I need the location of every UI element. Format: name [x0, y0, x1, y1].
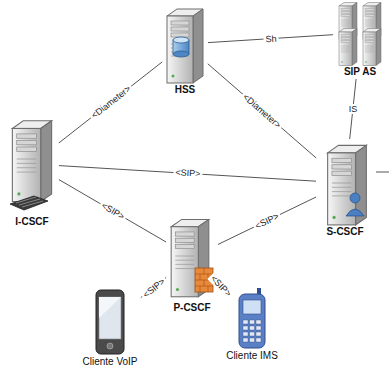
node-label: P-CSCF: [167, 302, 217, 314]
server-node: P-CSCF: [167, 212, 217, 314]
server-node: SIP AS: [334, 0, 386, 78]
server-icon: [163, 4, 207, 84]
server-node: S-CSCF: [317, 140, 373, 238]
server-node: HSS: [163, 4, 207, 96]
server-icon: [317, 140, 373, 226]
protocol-label: Sh: [263, 33, 279, 44]
phone-icon: [235, 288, 269, 350]
protocol-label: IS: [347, 104, 360, 114]
server-icon: [334, 0, 386, 66]
connector: [218, 197, 316, 245]
connector: [59, 62, 162, 143]
client-node: Cliente VoIP: [80, 288, 140, 368]
node-label: Cliente VoIP: [80, 356, 140, 368]
connector: [59, 166, 316, 182]
protocol-label: <SIP>: [173, 168, 203, 180]
node-label: HSS: [163, 84, 207, 96]
node-label: I-CSCF: [6, 216, 58, 228]
server-icon: [167, 212, 217, 302]
node-label: Cliente IMS: [224, 350, 280, 362]
node-label: S-CSCF: [317, 226, 373, 238]
phone-icon: [93, 288, 127, 356]
protocol-label: <SIP>: [252, 210, 282, 232]
connector: [59, 180, 166, 242]
client-node: Cliente IMS: [224, 288, 280, 362]
server-icon: [6, 112, 58, 216]
protocol-label: <SIP>: [97, 199, 127, 222]
connector: [208, 64, 316, 158]
offpage-wire: [376, 172, 389, 173]
node-label: SIP AS: [334, 66, 386, 78]
protocol-label: <Diameter>: [87, 83, 133, 122]
server-node: I-CSCF: [6, 112, 58, 228]
protocol-label: <SIP>: [139, 275, 168, 301]
protocol-label: <Diameter>: [239, 90, 284, 131]
